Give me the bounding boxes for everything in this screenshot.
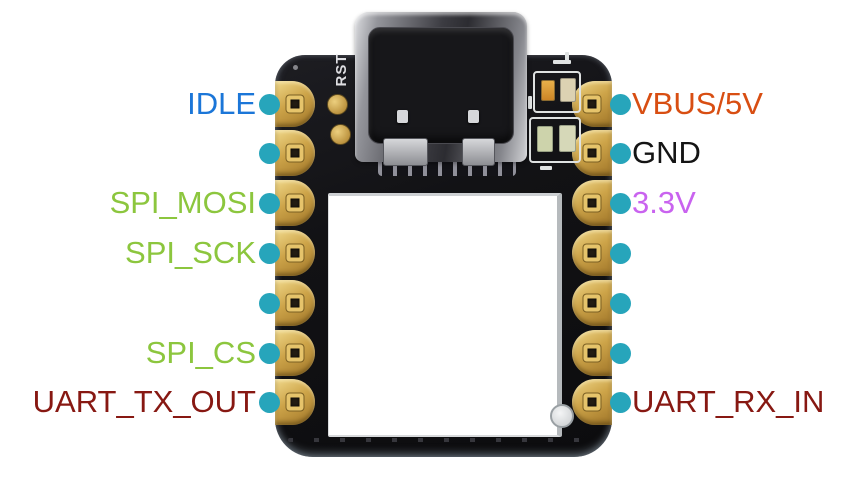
pin-hole — [286, 194, 304, 212]
pin-dot-left-6 — [258, 342, 280, 364]
pin-pad-left-5 — [275, 280, 315, 326]
fiducial-dot — [293, 65, 298, 70]
pale-led-2 — [559, 125, 576, 152]
pin-label-right-1: VBUS/5V — [632, 86, 763, 121]
pin-pad-right-3 — [572, 180, 612, 226]
pin-dot-left-5 — [258, 292, 280, 314]
pin-hole — [583, 393, 601, 411]
pin-pad-right-5 — [572, 280, 612, 326]
pad-circle-bottom-right — [550, 404, 574, 428]
pin-dot-right-6 — [609, 342, 631, 364]
pin-label-left-7: UART_TX_OUT — [32, 384, 256, 419]
silkscreen-mark-2 — [565, 52, 569, 64]
reset-pad-circle-1 — [327, 94, 348, 115]
led-group-bottom — [529, 117, 581, 163]
pale-led-1 — [537, 126, 553, 152]
pin-dot-right-4 — [609, 242, 631, 264]
pin-hole — [286, 393, 304, 411]
pin-pad-right-6 — [572, 330, 612, 376]
pin-label-right-2: GND — [632, 135, 701, 170]
pin-hole — [583, 344, 601, 362]
pin-hole — [583, 95, 601, 113]
pin-pad-right-7 — [572, 379, 612, 425]
pin-label-left-4: SPI_SCK — [125, 235, 256, 270]
pin-pad-left-6 — [275, 330, 315, 376]
pin-hole — [583, 194, 601, 212]
pin-pad-left-1 — [275, 81, 315, 127]
reset-pad-circle-2 — [330, 124, 351, 145]
pin-dot-left-1 — [258, 93, 280, 115]
metal-shield — [328, 193, 562, 437]
pin-hole — [286, 344, 304, 362]
castellation-notches — [288, 438, 588, 442]
pin-label-right-7: UART_RX_IN — [632, 384, 825, 419]
pin-dot-right-3 — [609, 192, 631, 214]
pin-pad-left-2 — [275, 130, 315, 176]
usb-contact-2 — [468, 110, 479, 123]
pin-pad-right-4 — [572, 230, 612, 276]
pin-hole — [286, 244, 304, 262]
pin-dot-left-7 — [258, 391, 280, 413]
usb-latch-tab-1 — [383, 138, 428, 166]
led-group-top — [533, 71, 581, 113]
usb-c-connector — [355, 12, 527, 166]
pin-dot-right-2 — [609, 142, 631, 164]
usb-contact-1 — [397, 110, 408, 123]
pin-dot-right-5 — [609, 292, 631, 314]
usb-opening — [368, 27, 514, 144]
pin-label-left-6: SPI_CS — [145, 335, 256, 370]
usb-latch-tab-2 — [462, 138, 495, 166]
pin-label-left-1: IDLE — [187, 86, 256, 121]
pin-label-right-3: 3.3V — [632, 185, 696, 220]
silkscreen-mark-4 — [540, 166, 552, 170]
pin-hole — [583, 244, 601, 262]
pin-hole — [583, 294, 601, 312]
pin-dot-right-7 — [609, 391, 631, 413]
silkscreen-mark-3 — [528, 96, 532, 109]
pin-dot-left-2 — [258, 142, 280, 164]
pin-hole — [286, 144, 304, 162]
pin-pad-left-3 — [275, 180, 315, 226]
silkscreen-mark-1 — [553, 60, 571, 64]
beige-led — [560, 78, 576, 102]
pin-dot-left-4 — [258, 242, 280, 264]
pin-dot-right-1 — [609, 93, 631, 115]
pin-hole — [286, 294, 304, 312]
pin-dot-left-3 — [258, 192, 280, 214]
pin-hole — [286, 95, 304, 113]
pin-hole — [583, 144, 601, 162]
orange-led — [541, 80, 555, 101]
pin-pad-left-4 — [275, 230, 315, 276]
pin-pad-right-2 — [572, 130, 612, 176]
pin-label-left-3: SPI_MOSI — [109, 185, 256, 220]
pin-pad-left-7 — [275, 379, 315, 425]
